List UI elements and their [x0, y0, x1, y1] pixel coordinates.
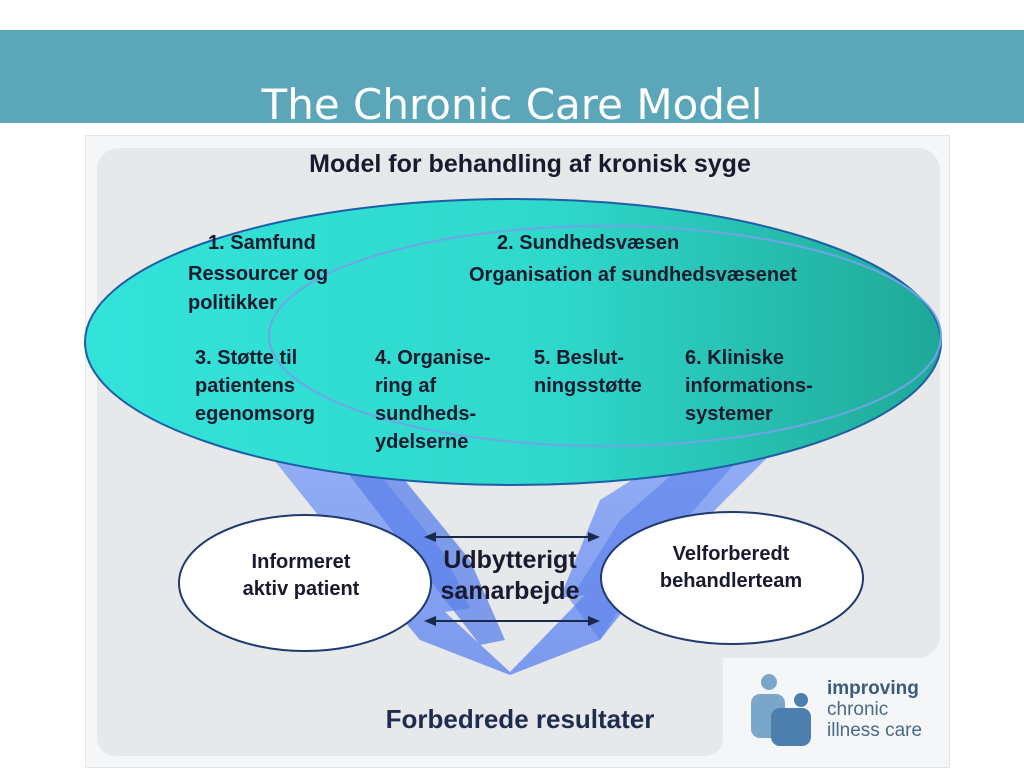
- patient-label: Informeret aktiv patient: [242, 551, 360, 600]
- people-icon: [751, 674, 811, 746]
- title-bar: The Chronic Care Model: [0, 30, 1024, 129]
- interaction-label: Udbytterigt samarbejde: [440, 546, 580, 605]
- slide-title: The Chronic Care Model: [261, 80, 763, 130]
- health-system-sublabel: Organisation af sundhedsvæsenet: [469, 264, 797, 286]
- improving-chronic-illness-care-logo: improving chronic illness care: [745, 672, 935, 752]
- community-sublabel: Ressourcer og politikker: [188, 263, 329, 314]
- logo-line-improving: improving: [827, 678, 919, 699]
- team-ellipse: [600, 511, 864, 645]
- team-label: Velforberedt behandlerteam: [659, 543, 803, 592]
- component-self-management: 3. Støtte til patientens egenomsorg: [195, 347, 316, 425]
- logo-line-chronic: chronic: [827, 699, 889, 720]
- outcome-label: Forbedrede resultater: [385, 704, 655, 734]
- component-decision-support: 5. Beslut- ningsstøtte: [534, 347, 642, 397]
- patient-ellipse: [178, 514, 432, 652]
- health-system-label: 2. Sundhedsvæsen: [497, 232, 680, 254]
- component-clinical-info-systems: 6. Kliniske informations- systemer: [685, 347, 813, 425]
- health-system-ellipse: [268, 225, 942, 447]
- interaction-arrow-top: [424, 532, 600, 542]
- community-label: 1. Samfund: [208, 232, 316, 254]
- diagram-heading: Model for behandling af kronisk syge: [309, 150, 751, 178]
- component-delivery-system: 4. Organise- ring af sundheds- ydelserne: [375, 347, 491, 453]
- logo-line-illness-care: illness care: [827, 720, 923, 741]
- interaction-arrow-bottom: [424, 616, 600, 626]
